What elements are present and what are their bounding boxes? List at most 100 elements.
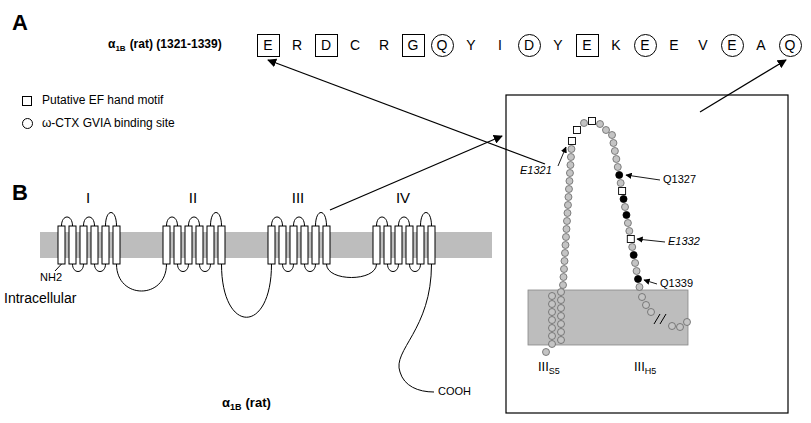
leader-arrow	[644, 280, 657, 284]
residue	[562, 242, 569, 249]
domain-label: III	[292, 189, 305, 206]
transmembrane-segment	[102, 226, 109, 264]
binding-site-circle: Q	[431, 34, 454, 57]
transmembrane-segment	[58, 226, 65, 264]
residue	[549, 301, 556, 308]
ef-hand-residue	[589, 118, 596, 125]
pore-loop	[106, 213, 117, 227]
residue	[567, 154, 574, 161]
residue-number: Q1327	[663, 173, 696, 186]
intracellular-loop	[95, 264, 106, 272]
extracellular-loop	[84, 217, 95, 226]
residue	[677, 324, 684, 331]
residue-letter: C	[350, 37, 360, 53]
residue	[566, 178, 573, 185]
pointer-arrow	[268, 60, 545, 164]
residue-number: E1332	[668, 235, 700, 248]
residue	[560, 266, 567, 273]
residue	[603, 127, 610, 134]
residue-letter: A	[756, 37, 765, 53]
pore-loop	[211, 213, 222, 227]
residue-letter: Y	[553, 37, 562, 53]
domain-label: II	[189, 189, 197, 206]
leader-arrow	[626, 175, 660, 180]
residue	[558, 321, 565, 328]
residue	[629, 244, 636, 251]
subunit-label: (rat)	[246, 396, 271, 411]
domain-label: IV	[396, 189, 410, 206]
extracellular-loop	[189, 217, 200, 226]
residue-number: E1321	[520, 164, 552, 177]
panel-letter: B	[12, 180, 28, 205]
panel-letter: A	[12, 10, 28, 35]
residue	[558, 313, 565, 320]
transmembrane-segment	[91, 226, 98, 264]
residue	[558, 289, 565, 296]
transmembrane-segment	[113, 226, 120, 264]
legend-text: Putative EF hand motif	[42, 94, 163, 108]
binding-residue	[616, 172, 623, 179]
intracellular-loop	[283, 264, 294, 272]
segment-label: H5	[645, 366, 657, 376]
residue	[624, 220, 631, 227]
residue	[563, 226, 570, 233]
extracellular-loop	[167, 217, 178, 226]
intracellular-loop	[410, 264, 421, 272]
transmembrane-segment	[395, 226, 402, 264]
residue-number: Q1339	[660, 277, 693, 290]
residue	[566, 170, 573, 177]
residue	[563, 218, 570, 225]
intracellular-loop	[388, 264, 399, 272]
residue	[549, 317, 556, 324]
transmembrane-segment	[218, 226, 225, 264]
residue-letter: D	[321, 37, 331, 53]
linker-loop	[222, 264, 272, 317]
binding-residue	[620, 196, 627, 203]
subunit-label: 1B	[230, 402, 242, 412]
transmembrane-segment	[406, 226, 413, 264]
transmembrane-segment	[163, 226, 170, 264]
ef-hand-residue	[568, 138, 575, 145]
ef-hand-box: G	[402, 34, 425, 57]
residue-letter: E	[582, 37, 591, 53]
residue-letter: Q	[437, 37, 448, 53]
transmembrane-segment	[69, 226, 76, 264]
residue	[564, 210, 571, 217]
legend-text: ω-CTX GVIA binding site	[42, 117, 175, 131]
residue-letter: E	[669, 37, 678, 53]
extracellular-loop	[272, 217, 283, 226]
residue	[568, 146, 575, 153]
residue-letter: E	[263, 37, 272, 53]
break-mark	[654, 314, 666, 324]
binding-site-circle: D	[518, 34, 541, 57]
residue	[632, 260, 639, 267]
leader-arrow	[558, 147, 566, 166]
residue	[648, 309, 655, 316]
residue-letter: E	[727, 37, 736, 53]
legend-circle	[22, 118, 33, 129]
residue	[614, 164, 621, 171]
residue-letter: Q	[785, 37, 796, 53]
segment-label: III	[634, 360, 645, 375]
transmembrane-segment	[207, 226, 214, 264]
pore-loop	[316, 213, 327, 227]
ef-hand-box: D	[315, 34, 338, 57]
domain-label: I	[86, 189, 90, 206]
residue	[565, 194, 572, 201]
transmembrane-segment	[373, 226, 380, 264]
transmembrane-segment	[290, 226, 297, 264]
residue	[549, 325, 556, 332]
sequence-title: 1B	[115, 44, 125, 53]
residue	[558, 329, 565, 336]
ef-hand-residue	[627, 236, 634, 243]
transmembrane-segment	[174, 226, 181, 264]
residue-letter: R	[292, 37, 302, 53]
residue	[558, 297, 565, 304]
extracellular-loop	[62, 217, 73, 226]
residue	[636, 284, 643, 291]
residue	[549, 293, 556, 300]
n-terminus	[55, 264, 62, 271]
residue	[633, 268, 640, 275]
